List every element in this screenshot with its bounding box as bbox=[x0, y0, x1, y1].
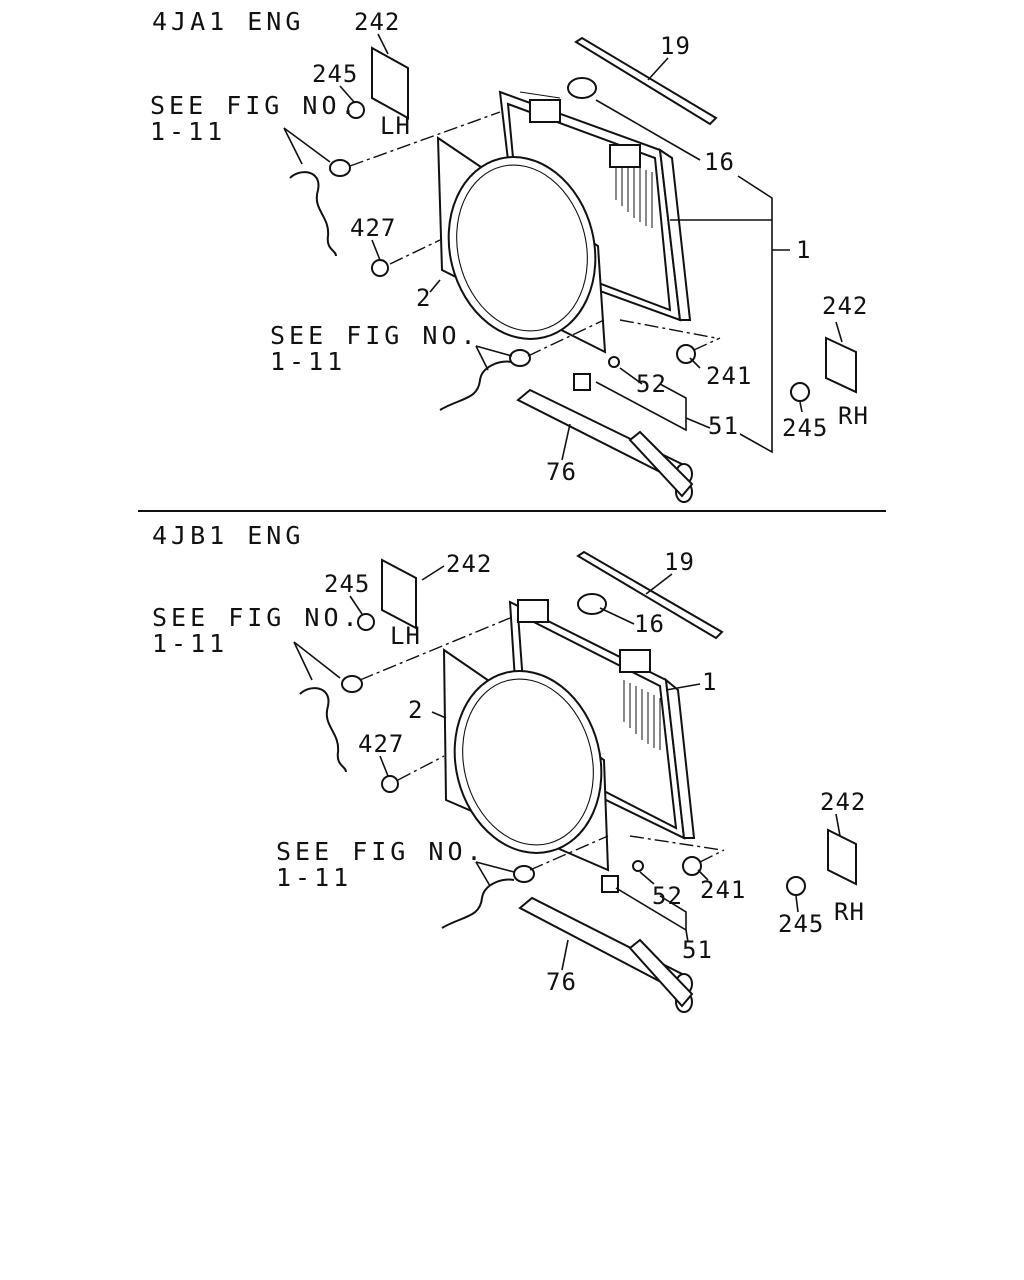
drain-plug-51 bbox=[601, 875, 619, 893]
label-16: 16 bbox=[634, 610, 665, 638]
see-fig-upper: SEE FIG NO. bbox=[150, 91, 360, 120]
label-242: 242 bbox=[354, 8, 400, 36]
see-fig-lower-num: 1-11 bbox=[276, 863, 352, 892]
section-title: 4JA1 ENG bbox=[152, 7, 304, 36]
label-52: 52 bbox=[652, 882, 683, 910]
nut-rh-245 bbox=[786, 876, 806, 896]
label-242: 242 bbox=[446, 550, 492, 578]
bracket-rh-242 bbox=[827, 828, 857, 886]
section-title: 4JB1 ENG bbox=[152, 521, 304, 550]
label-1: 1 bbox=[702, 668, 717, 696]
label-51: 51 bbox=[708, 412, 739, 440]
washer-52 bbox=[608, 356, 620, 368]
nut-lh-245 bbox=[347, 101, 365, 119]
label-245-rh: 245 bbox=[782, 414, 828, 442]
label-241: 241 bbox=[706, 362, 752, 390]
label-427: 427 bbox=[350, 214, 396, 242]
label-51: 51 bbox=[682, 936, 713, 964]
label-242-rh: 242 bbox=[822, 292, 868, 320]
label-245-rh: 245 bbox=[778, 910, 824, 938]
strip-part-19 bbox=[574, 36, 718, 126]
shroud-part-2 bbox=[442, 648, 610, 872]
label-76: 76 bbox=[546, 968, 577, 996]
label-rh: RH bbox=[838, 402, 869, 430]
hose-clamp-lower bbox=[509, 349, 531, 367]
label-241: 241 bbox=[700, 876, 746, 904]
bolt-427 bbox=[381, 775, 399, 793]
label-76: 76 bbox=[546, 458, 577, 486]
label-245: 245 bbox=[312, 60, 358, 88]
tube-part-76 bbox=[516, 388, 694, 503]
bolt-241 bbox=[682, 856, 702, 876]
see-fig-upper-num: 1-11 bbox=[150, 117, 226, 146]
washer-52 bbox=[632, 860, 644, 872]
label-19: 19 bbox=[664, 548, 695, 576]
hose-clamp-lower bbox=[513, 865, 535, 883]
label-lh: LH bbox=[380, 112, 411, 140]
see-fig-upper-num: 1-11 bbox=[152, 629, 228, 658]
shroud-part-2 bbox=[436, 136, 607, 354]
strip-part-19 bbox=[576, 550, 724, 640]
bracket-rh-242 bbox=[825, 336, 857, 394]
cap-part-16 bbox=[577, 593, 607, 615]
label-242-rh: 242 bbox=[820, 788, 866, 816]
bracket-lh-242 bbox=[381, 558, 417, 630]
label-19: 19 bbox=[660, 32, 691, 60]
upper-hose bbox=[289, 171, 337, 257]
label-1: 1 bbox=[796, 236, 811, 264]
nut-rh-245 bbox=[790, 382, 810, 402]
lower-hose bbox=[441, 878, 515, 929]
label-16: 16 bbox=[704, 148, 735, 176]
upper-hose bbox=[299, 687, 347, 773]
see-fig-lower: SEE FIG NO. bbox=[270, 321, 480, 350]
cap-part-16 bbox=[567, 77, 597, 99]
see-fig-upper: SEE FIG NO. bbox=[152, 603, 362, 632]
hose-clamp-upper bbox=[329, 159, 351, 177]
label-245: 245 bbox=[324, 570, 370, 598]
label-2: 2 bbox=[408, 696, 423, 724]
bracket-lh-242 bbox=[371, 46, 409, 120]
drain-plug-51 bbox=[573, 373, 591, 391]
tube-part-76 bbox=[518, 896, 694, 1013]
nut-lh-245 bbox=[357, 613, 375, 631]
see-fig-lower: SEE FIG NO. bbox=[276, 837, 486, 866]
bolt-427 bbox=[371, 259, 389, 277]
lower-hose bbox=[439, 360, 513, 411]
label-2: 2 bbox=[416, 284, 431, 312]
label-427: 427 bbox=[358, 730, 404, 758]
section-4ja1: 4JA1 ENG bbox=[150, 7, 869, 503]
label-lh: LH bbox=[390, 622, 421, 650]
radiator-part-1 bbox=[508, 599, 696, 840]
section-4jb1: 4JB1 ENG bbox=[152, 521, 866, 1013]
see-fig-lower-num: 1-11 bbox=[270, 347, 346, 376]
label-rh: RH bbox=[834, 898, 865, 926]
hose-clamp-upper bbox=[341, 675, 363, 693]
label-52: 52 bbox=[636, 370, 667, 398]
